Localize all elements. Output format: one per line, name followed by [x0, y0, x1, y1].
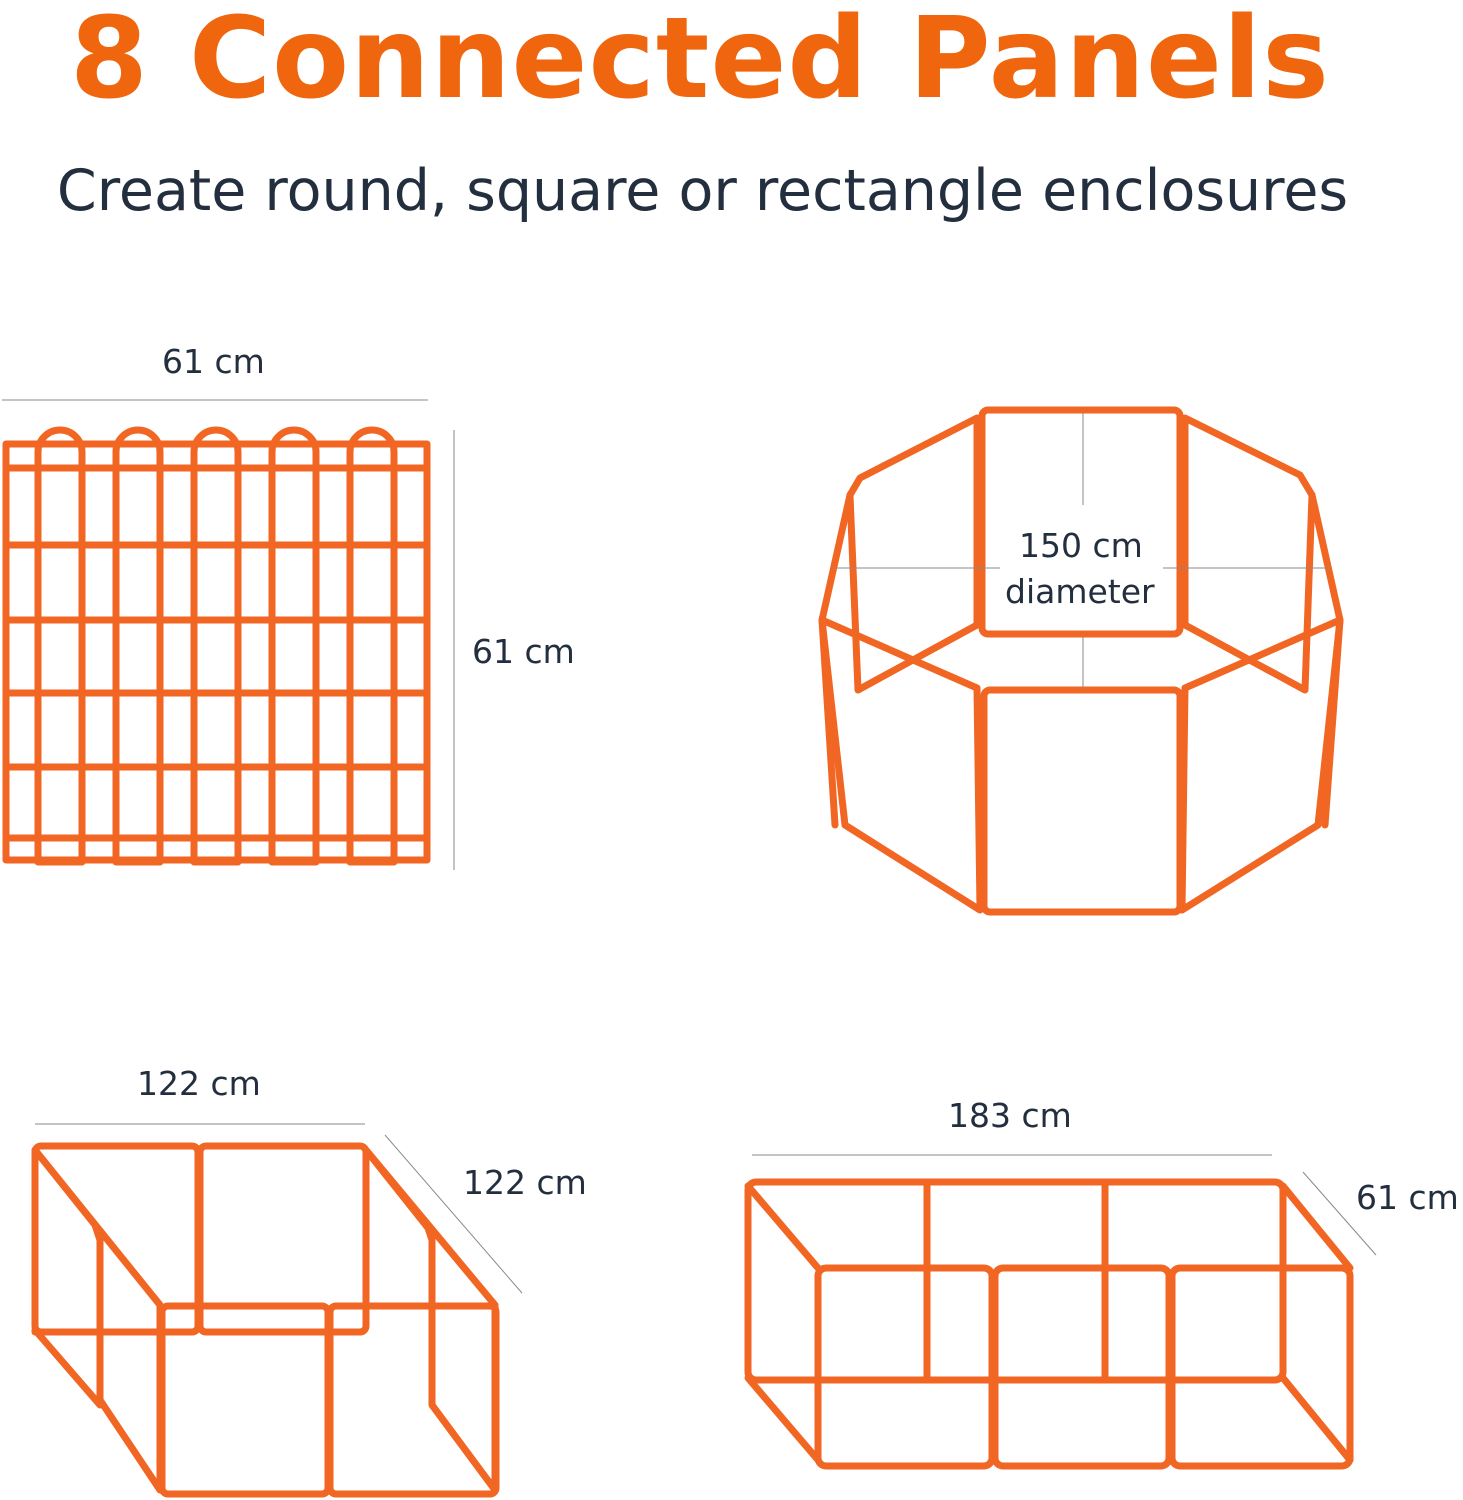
title: 8 Connected Panels [70, 0, 1330, 124]
round-enclosure-drawing [818, 406, 1344, 916]
square-enclosure-drawing [31, 1123, 523, 1498]
panel-loop-bar [190, 426, 242, 866]
single-panel-width-label: 61 cm [162, 342, 265, 381]
panel-loop-bar [112, 426, 164, 866]
panel-loop-bar [34, 426, 86, 866]
subtitle: Create round, square or rectangle enclos… [56, 158, 1349, 224]
square-depth-label: 122 cm [463, 1163, 587, 1202]
panel-loop-bar [346, 426, 398, 866]
round-diameter-label: diameter [1005, 572, 1155, 611]
single-panel-drawing [2, 399, 455, 870]
square-width-label: 122 cm [137, 1064, 261, 1103]
round-size-label: 150 cm [1019, 526, 1143, 565]
rectangle-enclosure-drawing [744, 1154, 1377, 1470]
panel-loop-bar [268, 426, 320, 866]
rectangle-depth-label: 61 cm [1356, 1178, 1459, 1217]
single-panel-height-label: 61 cm [472, 632, 575, 671]
rectangle-width-label: 183 cm [948, 1096, 1072, 1135]
